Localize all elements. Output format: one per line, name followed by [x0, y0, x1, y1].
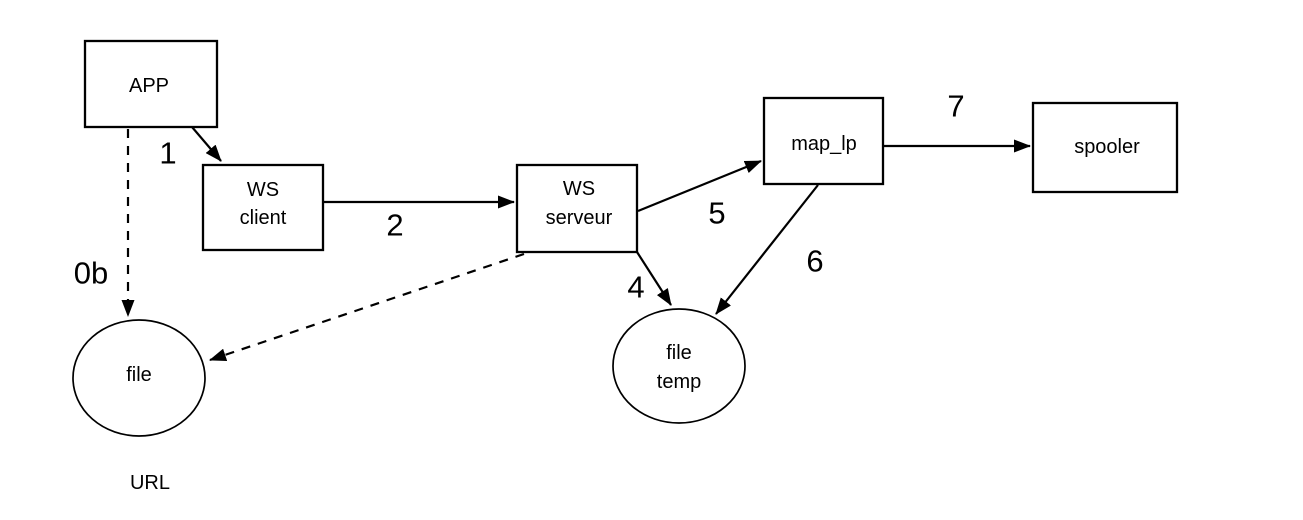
edge-4-line	[636, 251, 672, 306]
node-spooler-box	[1031, 101, 1179, 194]
edge-0b-label: 0b	[74, 256, 108, 291]
node-map-lp-box	[762, 96, 885, 186]
node-file-temp-circle	[612, 308, 746, 424]
node-ws-serveur-label-line1: WS	[563, 178, 595, 200]
edge-1-label: 1	[159, 136, 176, 171]
node-app: APP	[83, 39, 219, 129]
node-ws-serveur-label-line2: serveur	[546, 207, 613, 229]
edge-ws-serveur-file-line	[209, 252, 525, 362]
node-file-temp-label-line2: temp	[657, 371, 701, 393]
node-file-temp: file temp	[612, 308, 746, 424]
node-ws-client-box	[201, 163, 325, 252]
edge-6-label: 6	[806, 244, 823, 279]
node-file-caption-url: URL	[130, 472, 170, 494]
edge-4-label: 4	[627, 270, 644, 305]
node-ws-serveur-box	[515, 163, 639, 254]
node-file: file URL	[72, 319, 206, 494]
node-file-label: file	[126, 364, 152, 386]
node-ws-serveur: WS serveur	[515, 163, 639, 254]
node-app-label: APP	[129, 75, 169, 97]
edge-5-label: 5	[708, 196, 725, 231]
node-map-lp: map_lp	[762, 96, 885, 186]
node-app-box	[83, 39, 219, 129]
node-map-lp-label: map_lp	[791, 133, 857, 155]
edge-6-line	[715, 184, 819, 315]
edge-7-label: 7	[947, 89, 964, 124]
node-spooler: spooler	[1031, 101, 1179, 194]
node-ws-client: WS client	[201, 163, 325, 252]
node-ws-client-label-line2: client	[240, 207, 287, 229]
node-file-temp-label-line1: file	[666, 342, 692, 364]
edge-1-line	[191, 126, 222, 162]
edge-2-label: 2	[386, 208, 403, 243]
node-spooler-label: spooler	[1074, 136, 1140, 158]
edge-5-line	[637, 159, 762, 213]
node-ws-client-label-line1: WS	[247, 179, 279, 201]
node-file-circle	[72, 319, 206, 437]
